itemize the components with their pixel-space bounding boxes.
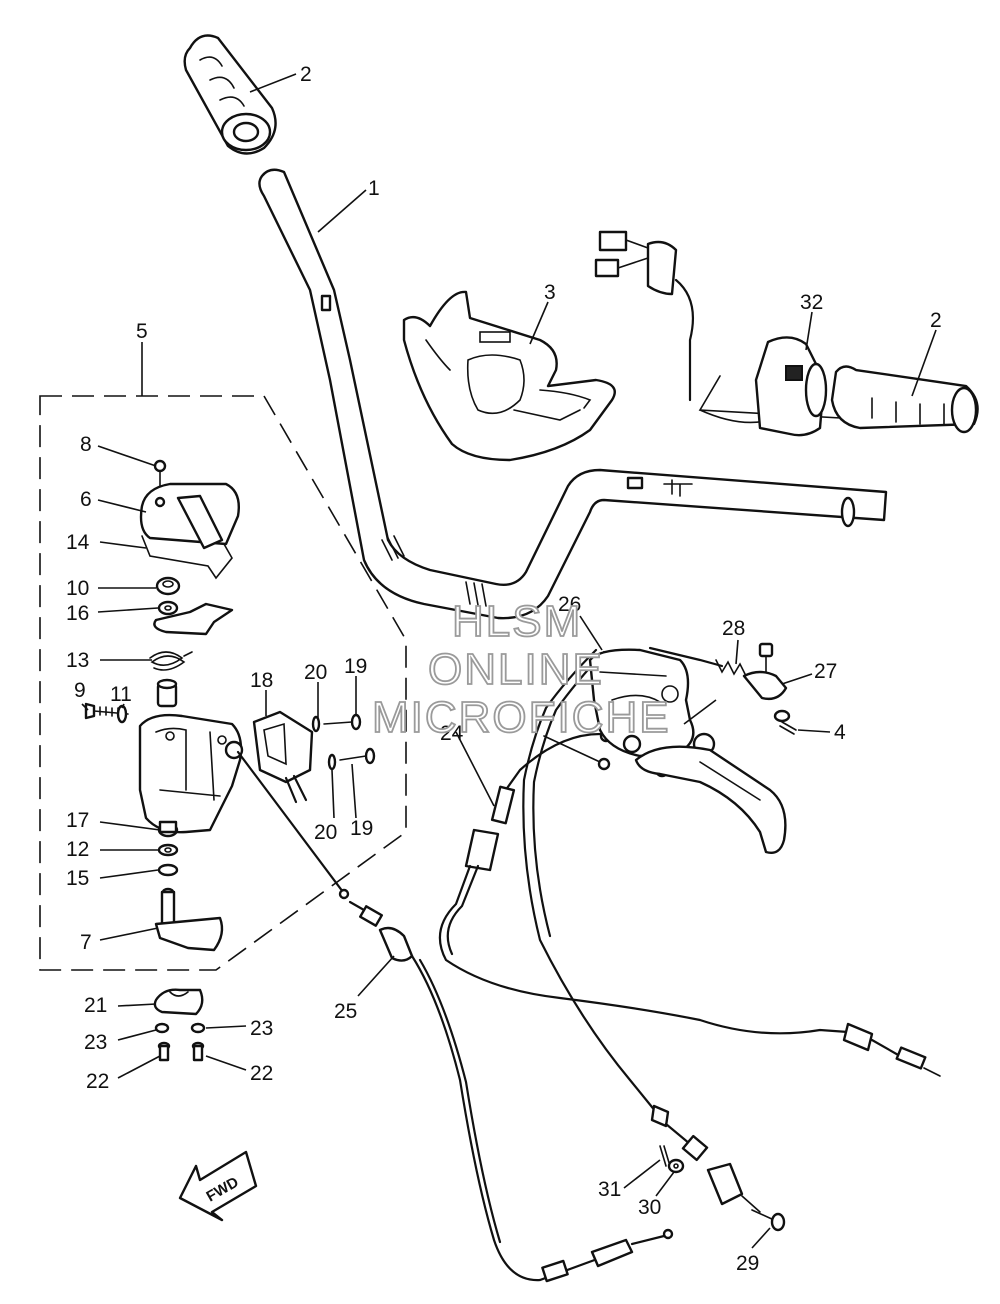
washer-11[interactable]	[116, 704, 128, 724]
gasket-14	[141, 535, 233, 580]
callout-16-washer: 16	[66, 602, 89, 625]
callout-23-washer-left: 23	[84, 1031, 107, 1054]
callout-15-washer: 15	[66, 867, 89, 890]
callout-19-screw-top: 19	[344, 655, 367, 678]
clamp-21[interactable]	[153, 988, 204, 1016]
callout-labels: 2 1 3 32 2 5 8 6 14 10 16 13 9 11 18 20 …	[66, 63, 942, 1275]
collar-17[interactable]	[157, 820, 179, 838]
leader-lines	[81, 73, 937, 1249]
screw-19-top[interactable]	[323, 713, 362, 731]
callout-18-switch: 18	[250, 669, 273, 692]
switch-housing[interactable]	[138, 713, 244, 834]
watermark: HLSM ONLINE MICROFICHE	[371, 596, 671, 743]
throttle-housing[interactable]	[754, 336, 828, 437]
washer-23-right[interactable]	[190, 1022, 206, 1034]
callout-1-handlebar: 1	[368, 177, 380, 200]
callout-2-left-grip: 2	[300, 63, 312, 86]
adjuster-27[interactable]	[742, 642, 797, 735]
callout-9-bolt: 9	[74, 679, 86, 702]
switch-assembly-group-box	[39, 395, 407, 971]
fwd-direction-arrow: FWD	[178, 1150, 258, 1222]
callout-24-brake-cable: 24	[440, 722, 464, 745]
lever-7[interactable]	[154, 887, 224, 952]
brake-cable-24[interactable]	[438, 729, 941, 1077]
callout-7-lever: 7	[80, 931, 92, 954]
callout-26-cable: 26	[558, 593, 581, 616]
plate-16-lever	[153, 602, 234, 636]
callout-19-screw-bottom: 19	[350, 817, 373, 840]
callout-4-pin: 4	[834, 721, 846, 744]
callout-21-clamp: 21	[84, 994, 107, 1017]
callout-2-right-grip: 2	[930, 309, 942, 332]
callout-22-bolt-left: 22	[86, 1070, 109, 1093]
watermark-line-2: ONLINE	[428, 645, 604, 694]
bolt-22-right[interactable]	[191, 1041, 205, 1062]
switch-cover-6[interactable]	[139, 482, 240, 550]
bolt-22-left[interactable]	[157, 1041, 171, 1062]
callout-13-spring: 13	[66, 649, 89, 672]
washer-20-top[interactable]	[311, 715, 321, 733]
callout-5-switch-assembly: 5	[136, 320, 148, 343]
screw-19-bottom[interactable]	[339, 747, 376, 765]
throttle-cable-25[interactable]	[236, 750, 674, 1283]
left-grip[interactable]	[183, 34, 277, 155]
callout-3-cover: 3	[544, 281, 556, 304]
callout-20-washer-top: 20	[304, 661, 327, 684]
nut-10[interactable]	[155, 576, 181, 596]
adjuster-spring-28[interactable]	[648, 646, 747, 677]
callout-25-throttle-cable: 25	[334, 1000, 357, 1023]
washer-20-bottom[interactable]	[327, 753, 337, 771]
handlebar[interactable]	[258, 168, 888, 620]
brake-cable-end	[543, 735, 601, 763]
brake-lever[interactable]	[634, 745, 787, 854]
washer-12[interactable]	[157, 843, 179, 857]
callout-30-washer: 30	[638, 1196, 661, 1219]
callout-12-washer: 12	[66, 838, 89, 861]
washer-30[interactable]	[667, 1158, 685, 1174]
brake-cable-end-nipple	[597, 757, 611, 771]
callout-20-washer-bottom: 20	[314, 821, 337, 844]
washer-23-left[interactable]	[154, 1022, 170, 1034]
callout-8-screw: 8	[80, 433, 92, 456]
watermark-line-3: MICROFICHE	[372, 693, 671, 742]
pin-29[interactable]	[751, 1209, 786, 1232]
callout-10-nut: 10	[66, 577, 89, 600]
callout-32-throttle-housing: 32	[800, 291, 823, 314]
pin-31[interactable]	[659, 1145, 671, 1167]
callout-27-adjuster: 27	[814, 660, 837, 683]
right-grip[interactable]	[830, 365, 979, 434]
callout-22-bolt-right: 22	[250, 1062, 273, 1085]
callout-17-collar: 17	[66, 809, 89, 832]
callout-6-cover: 6	[80, 488, 92, 511]
watermark-line-1: HLSM	[452, 597, 582, 646]
callout-11-washer: 11	[110, 683, 132, 706]
callout-28-spring: 28	[722, 617, 745, 640]
switch-18[interactable]	[252, 710, 314, 804]
washer-15[interactable]	[157, 863, 179, 877]
callout-14-gasket: 14	[66, 531, 90, 554]
parking-brake-cable[interactable]	[522, 648, 761, 1213]
handlebar-cover[interactable]	[402, 290, 616, 462]
callout-31-pin: 31	[598, 1178, 621, 1201]
collar-17-top[interactable]	[156, 678, 178, 708]
washer-16[interactable]	[157, 600, 179, 616]
callout-29-pin: 29	[736, 1252, 759, 1275]
callout-23-washer-right: 23	[250, 1017, 273, 1040]
spring-13[interactable]	[149, 651, 193, 671]
